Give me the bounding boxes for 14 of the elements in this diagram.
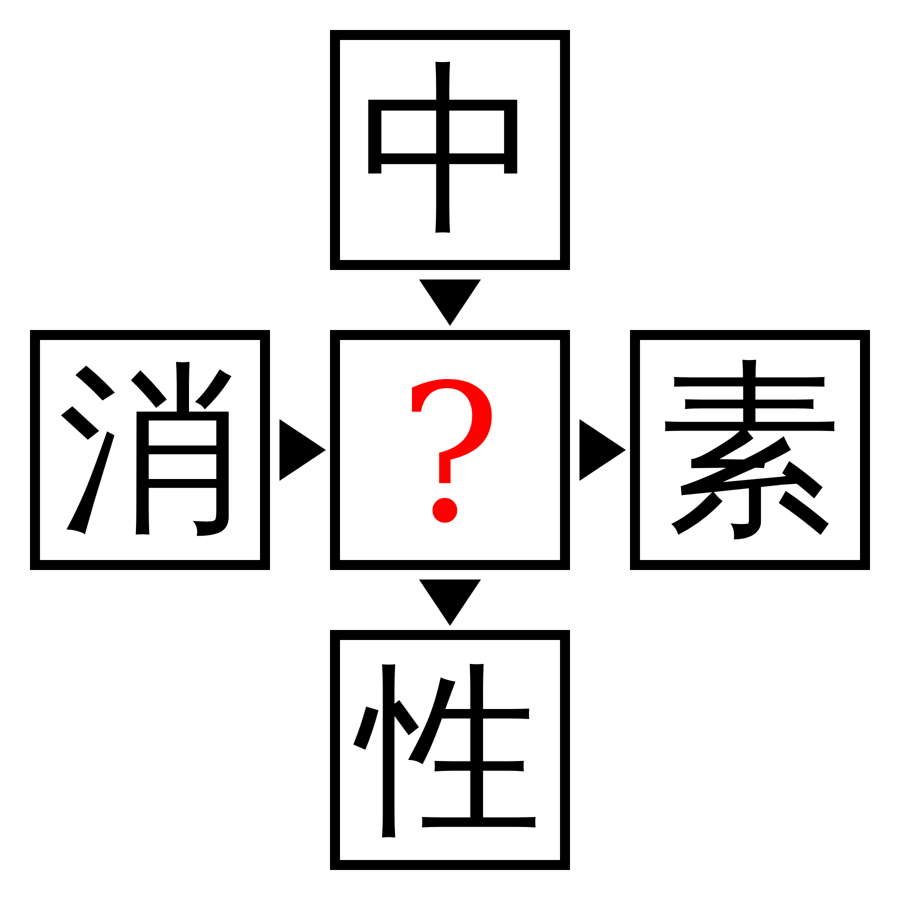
kanji-character: 中 [357, 42, 543, 259]
kanji-character: 消 [57, 342, 243, 559]
question-mark: ? [398, 343, 502, 567]
character-box [630, 330, 870, 570]
arrow [580, 419, 626, 481]
kanji-character: 素 [657, 342, 843, 559]
character-box [30, 330, 270, 570]
arrow [419, 280, 481, 326]
character-box [330, 330, 570, 570]
arrow [419, 580, 481, 626]
kanji-character: 性 [352, 640, 548, 860]
character-box [330, 30, 570, 270]
arrow [280, 419, 326, 481]
character-box [330, 630, 570, 870]
